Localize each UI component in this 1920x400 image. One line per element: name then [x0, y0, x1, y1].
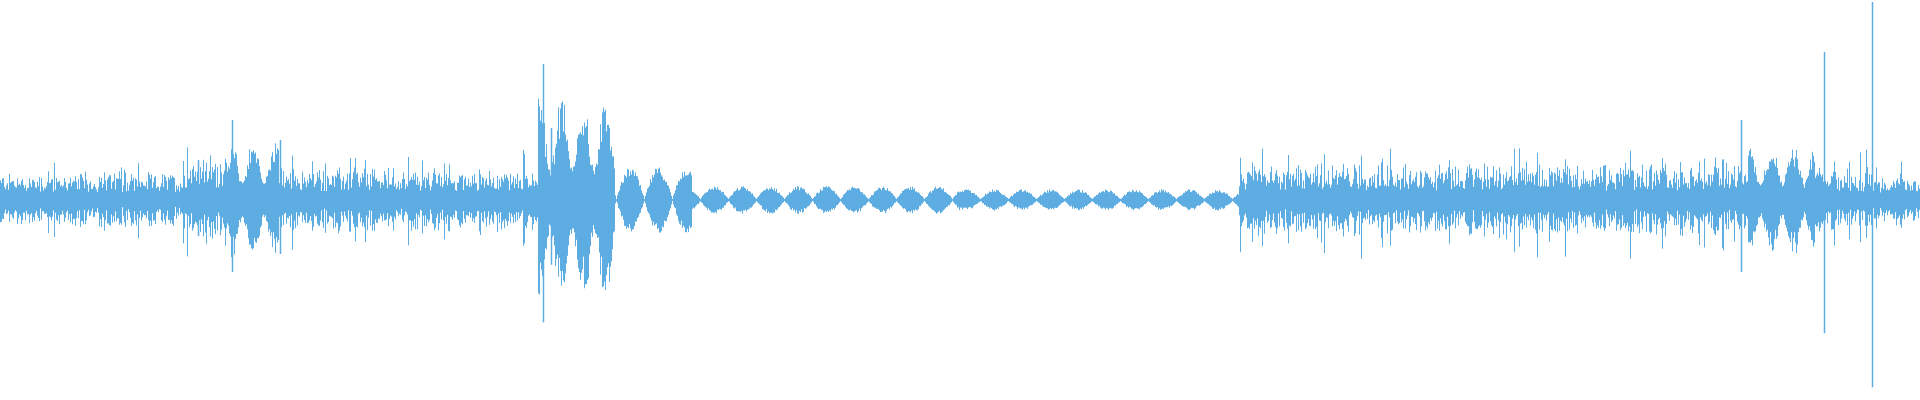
waveform-trace: [0, 98, 1920, 295]
waveform-lines: [0, 2, 1920, 388]
